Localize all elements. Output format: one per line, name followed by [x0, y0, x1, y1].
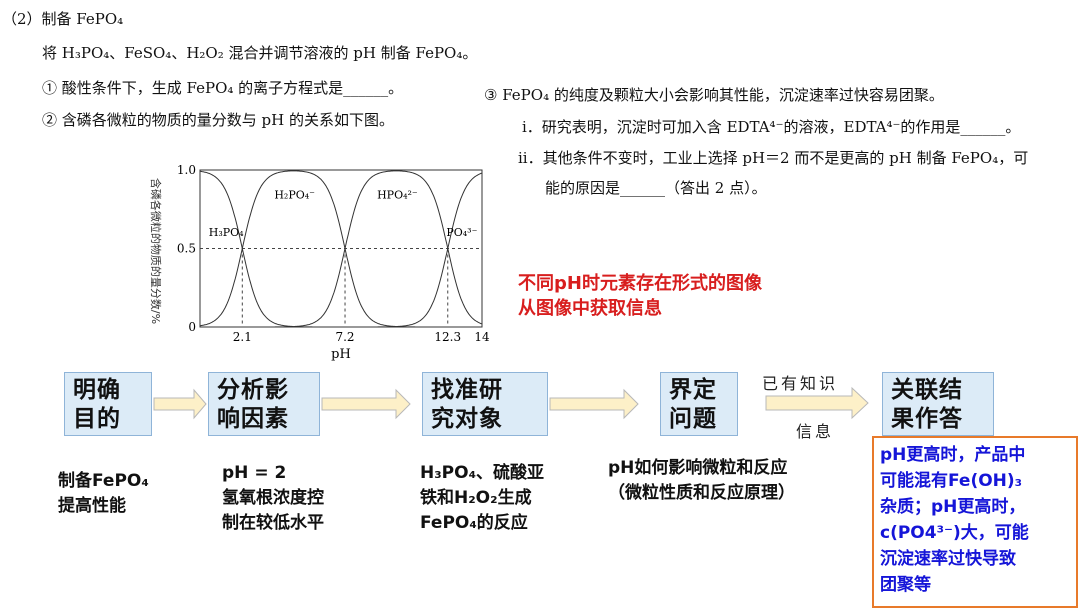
answer-line-4: c(PO4³⁻)大，可能: [880, 523, 1029, 543]
flow-step-5-line-1: 关联结: [891, 377, 963, 403]
flow-step-1: 明确 目的: [64, 372, 152, 436]
question-header: （2）制备 FePO₄: [2, 10, 124, 28]
note-problem-line-1: pH如何影响微粒和反应: [608, 458, 788, 478]
series-label-4: PO₄³⁻: [446, 226, 477, 239]
question-item-3: ③ FePO₄ 的纯度及颗粒大小会影响其性能，沉淀速率过快容易团聚。: [484, 86, 944, 104]
callout-line-2: 从图像中获取信息: [518, 298, 662, 319]
y-tick-label: 0.5: [177, 242, 196, 256]
flow-step-2: 分析影 响因素: [208, 372, 320, 436]
flow-step-3-line-2: 究对象: [431, 406, 503, 432]
note-object-line-1: H₃PO₄、硫酸亚: [420, 463, 545, 483]
y-tick-label: 1.0: [177, 163, 196, 177]
flow-step-5-line-2: 果作答: [891, 406, 963, 432]
note-goal: 制备FePO₄ 提高性能: [58, 469, 149, 519]
flow-step-3-line-1: 找准研: [431, 377, 503, 403]
series-labels: H₃PO₄ H₂PO₄⁻ HPO₄²⁻ PO₄³⁻: [209, 188, 478, 239]
flow-step-1-line-1: 明确: [73, 377, 121, 403]
answer-text: pH更高时，产品中 可能混有Fe(OH)₃ 杂质；pH更高时， c(PO4³⁻)…: [880, 442, 1076, 598]
curve-h2po4: [199, 170, 482, 328]
series-label-3: HPO₄²⁻: [377, 188, 418, 201]
arrow-1: [153, 388, 207, 420]
flow-step-2-line-1: 分析影: [217, 377, 289, 403]
curve-po4: [200, 172, 483, 328]
flow-step-4-line-2: 问题: [669, 406, 717, 432]
question-item-2: ② 含磷各微粒的物质的量分数与 pH 的关系如下图。: [42, 111, 394, 129]
answer-box: pH更高时，产品中 可能混有Fe(OH)₃ 杂质；pH更高时， c(PO4³⁻)…: [872, 436, 1078, 608]
x-axis-label: pH: [331, 347, 351, 362]
answer-line-2: 可能混有Fe(OH)₃: [880, 471, 1023, 491]
y-tick-label: 0: [188, 320, 196, 334]
note-object-line-3: FePO₄的反应: [420, 513, 528, 533]
note-object-line-2: 铁和H₂O₂生成: [420, 488, 532, 508]
flow-step-4: 界定 问题: [660, 372, 738, 436]
note-object: H₃PO₄、硫酸亚 铁和H₂O₂生成 FePO₄的反应: [420, 461, 544, 536]
curves: [199, 170, 483, 328]
note-factor-line-2: 氢氧根浓度控: [222, 488, 324, 508]
question-item-3-i: i．研究表明，沉淀时可加入含 EDTA⁴⁻的溶液，EDTA⁴⁻的作用是_____…: [522, 118, 1021, 136]
note-goal-line-1: 制备FePO₄: [58, 471, 149, 491]
note-factor-line-1: pH = 2: [222, 463, 287, 483]
answer-line-5: 沉淀速率过快导致: [880, 549, 1016, 569]
note-problem: pH如何影响微粒和反应 （微粒性质和反应原理）: [608, 456, 795, 506]
series-label-2: H₂PO₄⁻: [274, 188, 315, 201]
arrow-3: [549, 388, 639, 420]
x-tick-label: 12.3: [434, 330, 461, 344]
handwritten-info: 信息: [796, 422, 835, 441]
flow-step-3: 找准研 究对象: [422, 372, 548, 436]
question-item-3-ii-cont: 能的原因是______（答出 2 点）。: [545, 179, 767, 197]
note-factor-line-3: 制在较低水平: [222, 513, 324, 533]
question-item-3-ii: ii．其他条件不变时，工业上选择 pH＝2 而不是更高的 pH 制备 FePO₄…: [518, 149, 1029, 167]
x-tick-label: 7.2: [335, 330, 354, 344]
flow-step-4-line-1: 界定: [669, 377, 717, 403]
flow-step-1-line-2: 目的: [73, 406, 121, 432]
arrow-2: [321, 388, 411, 420]
phosphate-speciation-chart: 1.0 0.5 0 2.1 7.2 12.3 14 H₃PO₄ H₂PO₄⁻ HPO₄²⁻ PO₄…: [149, 163, 490, 362]
guide-lines: [200, 248, 482, 327]
handwritten-knowledge: 已有知识: [762, 374, 839, 393]
flow-step-2-line-2: 响因素: [217, 406, 289, 432]
y-axis-label: 含磷各微粒的物质的量分数/%: [149, 178, 163, 324]
axis-ticks: 1.0 0.5 0 2.1 7.2 12.3 14: [177, 163, 490, 344]
x-tick-label: 14: [474, 330, 490, 344]
series-label-1: H₃PO₄: [209, 226, 244, 239]
callout-line-1: 不同pH时元素存在形式的图像: [518, 273, 762, 294]
answer-line-6: 团聚等: [880, 575, 931, 595]
answer-line-3: 杂质；pH更高时，: [880, 497, 1026, 517]
note-problem-line-2: （微粒性质和反应原理）: [608, 483, 795, 503]
arrow-4: [765, 386, 869, 420]
note-goal-line-2: 提高性能: [58, 496, 126, 516]
question-intro: 将 H₃PO₄、FeSO₄、H₂O₂ 混合并调节溶液的 pH 制备 FePO₄。: [42, 44, 478, 62]
answer-line-1: pH更高时，产品中: [880, 445, 1026, 465]
note-factor: pH = 2 氢氧根浓度控 制在较低水平: [222, 461, 324, 536]
question-item-1: ① 酸性条件下，生成 FePO₄ 的离子方程式是______。: [42, 79, 404, 97]
flow-step-5: 关联结 果作答: [882, 372, 994, 436]
x-tick-label: 2.1: [233, 330, 252, 344]
